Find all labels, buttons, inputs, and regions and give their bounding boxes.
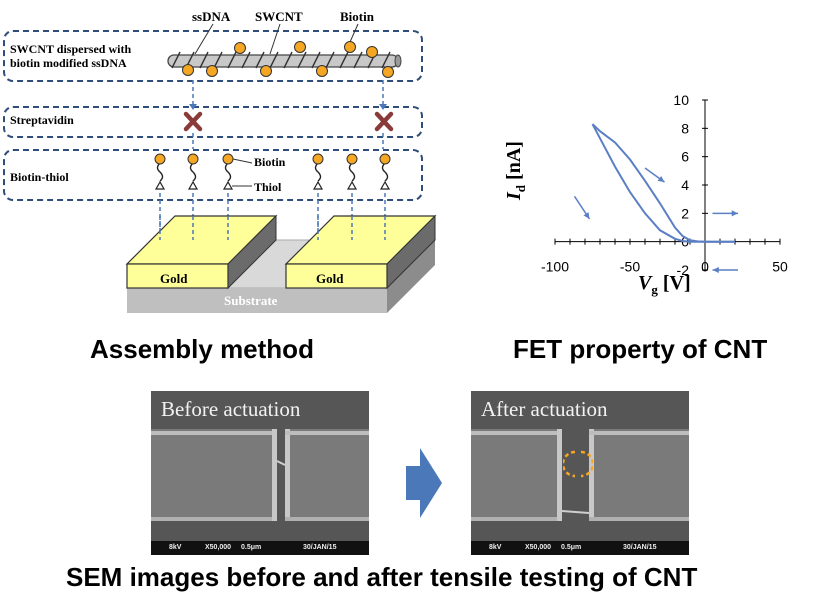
fet-ylabel-sub: d [513, 184, 528, 193]
fet-x-tick-label: -100 [541, 259, 569, 275]
fet-x-tick-label: -50 [620, 259, 640, 275]
sem-after-mag: X50,000 [525, 544, 552, 551]
fet-series-2 [591, 123, 735, 243]
sem-before-mag: X50,000 [205, 544, 232, 551]
fet-arrow-upper-head [657, 175, 665, 183]
arrows-on-gold [159, 216, 386, 240]
assembly-caption: Assembly method [90, 334, 314, 364]
gold-pad-left [125, 214, 278, 290]
fet-y-tick-label: 10 [673, 92, 689, 108]
arrowheads-box1-box2 [189, 104, 387, 110]
fet-y-tick-label: 2 [681, 205, 689, 221]
swcnt-tube [167, 54, 399, 68]
assembly-graphics [125, 23, 437, 313]
sem-after-kv: 8kV [489, 544, 502, 551]
label-biotin: Biotin [254, 155, 286, 169]
ssdna-leader-line [194, 23, 214, 55]
arrows-box1-box2 [192, 80, 384, 106]
label-thiol: Thiol [254, 180, 282, 194]
sem-after-title: After actuation [481, 397, 608, 421]
fet-xlabel-unit: [V] [657, 272, 691, 294]
fet-ylabel: Id [nA] [503, 141, 529, 200]
substrate-label: Substrate [224, 293, 278, 308]
sem-after-scale: 0.5μm [561, 544, 582, 551]
break-marker-icon [563, 450, 593, 478]
gold-label-left: Gold [160, 271, 188, 286]
sem-after-structure [471, 391, 689, 555]
label-biotin-top: Biotin [340, 9, 374, 24]
tube-biotin-balls [182, 41, 394, 78]
sem-before-kv: 8kV [169, 544, 182, 551]
fet-x-tick-label: 0 [701, 259, 709, 275]
sem-before-infobar: 8kV X50,000 0.5μm 30/JAN/15 [151, 541, 369, 555]
sem-transition-arrow [406, 448, 442, 518]
label-ssdna: ssDNA [192, 9, 231, 24]
fet-ylabel-unit: [nA] [503, 141, 525, 185]
box-streptavidin [3, 106, 423, 138]
gold-label-right: Gold [316, 271, 344, 286]
biotin-leader-line [349, 23, 359, 43]
fet-y-tick-label: 8 [681, 120, 689, 136]
sem-before-title: Before actuation [161, 397, 301, 421]
fet-ylabel-main: I [503, 192, 525, 200]
fet-arrow-left-head [583, 212, 590, 219]
arrows-box2-box3 [192, 133, 384, 149]
sem-after-infobar: 8kV X50,000 0.5μm 30/JAN/15 [471, 541, 689, 555]
fet-y-tick-label: 6 [681, 149, 689, 165]
streptavidin-x-marks [183, 111, 394, 132]
fet-y-tick-label: 4 [681, 177, 689, 193]
fet-arrow-right-top-head [731, 210, 738, 217]
swcnt-tube-end [394, 54, 402, 68]
biotin-thiol-molecules [154, 153, 391, 190]
fet-xlabel-sub: g [651, 282, 658, 297]
box-biotin-thiol [3, 149, 423, 201]
box-biotin-thiol-label: Biotin-thiol [10, 170, 69, 184]
sem-image-before: Before actuation 8kV X50,000 0.5μm 30/JA… [151, 391, 369, 555]
fet-xlabel: Vg [V] [638, 272, 691, 298]
fet-y-tick-label: -2 [677, 262, 690, 278]
box-swcnt-dispersed [3, 30, 423, 82]
sem-before-scale: 0.5μm [241, 544, 262, 551]
sem-after-date: 30/JAN/15 [623, 544, 657, 551]
box-streptavidin-label: Streptavidin [10, 113, 74, 127]
swcnt-leader-line [269, 23, 281, 55]
sem-before-date: 30/JAN/15 [303, 544, 337, 551]
sem-caption: SEM images before and after tensile test… [66, 562, 698, 592]
sem-image-after: After actuation 8kV X50,000 0.5μm 30/JAN… [471, 391, 689, 555]
sem-before-structure [151, 391, 369, 555]
fet-caption: FET property of CNT [513, 334, 768, 364]
gold-pad-right [284, 214, 437, 290]
fet-arrow-right-bottom-head [712, 266, 719, 274]
fet-x-tick-label: 50 [772, 259, 788, 275]
fet-xlabel-main: V [638, 272, 652, 294]
label-swcnt: SWCNT [255, 9, 303, 24]
box-swcnt-dispersed-label: SWCNT dispersed with biotin modified ssD… [10, 42, 132, 70]
